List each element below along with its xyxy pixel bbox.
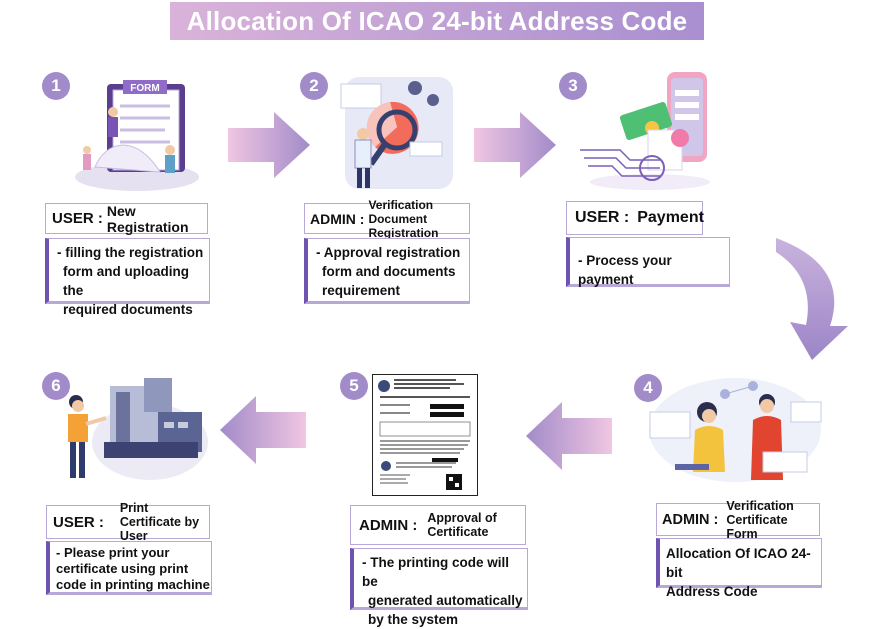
step-2-description: - Approval registration form and documen… — [304, 238, 470, 304]
step-4-header: ADMIN : Verification Certificate Form — [656, 499, 820, 541]
step-6-action: Print Certificate by User — [119, 501, 200, 543]
step-6-header: USER : Print Certificate by User — [46, 501, 210, 543]
step-1-header: USER : New Registration — [45, 202, 208, 235]
step-4-action: Verification Certificate Form — [726, 498, 794, 541]
step-3-badge: 3 — [559, 72, 587, 100]
arrow-3-to-4 — [776, 238, 848, 360]
step-2-desc-line: form and documents — [322, 264, 456, 279]
step-6-desc-line: - Please print your — [56, 545, 170, 560]
step-4-description: Allocation Of ICAO 24-bit Address Code — [656, 538, 822, 599]
step-1-badge: 1 — [42, 72, 70, 100]
diagram-title: Allocation Of ICAO 24-bit Address Code — [170, 2, 704, 40]
step-3-role: USER : — [575, 209, 630, 226]
step-6-role: USER : — [53, 513, 104, 531]
step-6-desc-line: code in printing machine — [56, 577, 210, 592]
step-3-action: Payment — [637, 209, 704, 226]
step-5-badge: 5 — [340, 372, 368, 400]
step-6-description: - Please print your certificate using pr… — [46, 541, 212, 595]
step-4-desc-line: Address Code — [666, 584, 758, 599]
step-3-description: - Process your payment — [566, 237, 730, 287]
step-1-role: USER : — [52, 210, 103, 227]
certificate-document-illustration — [372, 374, 478, 496]
step-4-badge: 4 — [634, 374, 662, 402]
step-3-desc-line: - Process your payment — [578, 253, 672, 287]
step-6-badge: 6 — [42, 372, 70, 400]
verification-illustration — [340, 77, 453, 189]
registration-form-illustration: FORM — [75, 80, 199, 191]
step-2-header: ADMIN : Verification Document Registrati… — [304, 198, 470, 240]
step-6-desc-line: certificate using print — [56, 561, 189, 576]
step-2-desc-line: - Approval registration — [316, 245, 461, 260]
step-1-action: New Registration — [106, 202, 189, 235]
printing-machine-illustration — [68, 378, 208, 480]
step-4-desc-line: Allocation Of ICAO 24-bit — [666, 546, 811, 580]
arrow-5-to-6 — [220, 396, 306, 464]
step-1-desc-line: required documents — [63, 302, 193, 317]
step-2-action: Verification Document Registration — [368, 197, 439, 240]
step-5-role: ADMIN : — [359, 516, 418, 534]
step-2-badge: 2 — [300, 72, 328, 100]
arrow-1-to-2 — [228, 112, 310, 178]
step-5-description: - The printing code will be generated au… — [350, 548, 528, 627]
form-label: FORM — [130, 83, 159, 94]
step-1-desc-line: form and uploading the — [63, 264, 189, 298]
payment-illustration — [580, 72, 710, 190]
step-5-desc-line: - The printing code will be — [362, 555, 509, 589]
step-5-desc-line: by the system — [368, 612, 459, 627]
step-1-desc-line: - filling the registration — [57, 245, 204, 260]
step-1-description: - filling the registration form and uplo… — [45, 238, 210, 317]
arrow-2-to-3 — [474, 112, 556, 178]
step-4-role: ADMIN : — [662, 511, 719, 528]
team-verification-illustration — [649, 378, 822, 482]
step-5-desc-line: generated automatically — [368, 593, 523, 608]
step-5-action: Approval of Certificate — [427, 511, 497, 539]
step-2-role: ADMIN : — [310, 210, 365, 227]
arrow-4-to-5 — [526, 402, 612, 470]
step-5-header: ADMIN : Approval of Certificate — [350, 505, 526, 545]
step-2-desc-line: requirement — [322, 283, 401, 298]
step-3-header: USER : Payment — [566, 201, 704, 235]
